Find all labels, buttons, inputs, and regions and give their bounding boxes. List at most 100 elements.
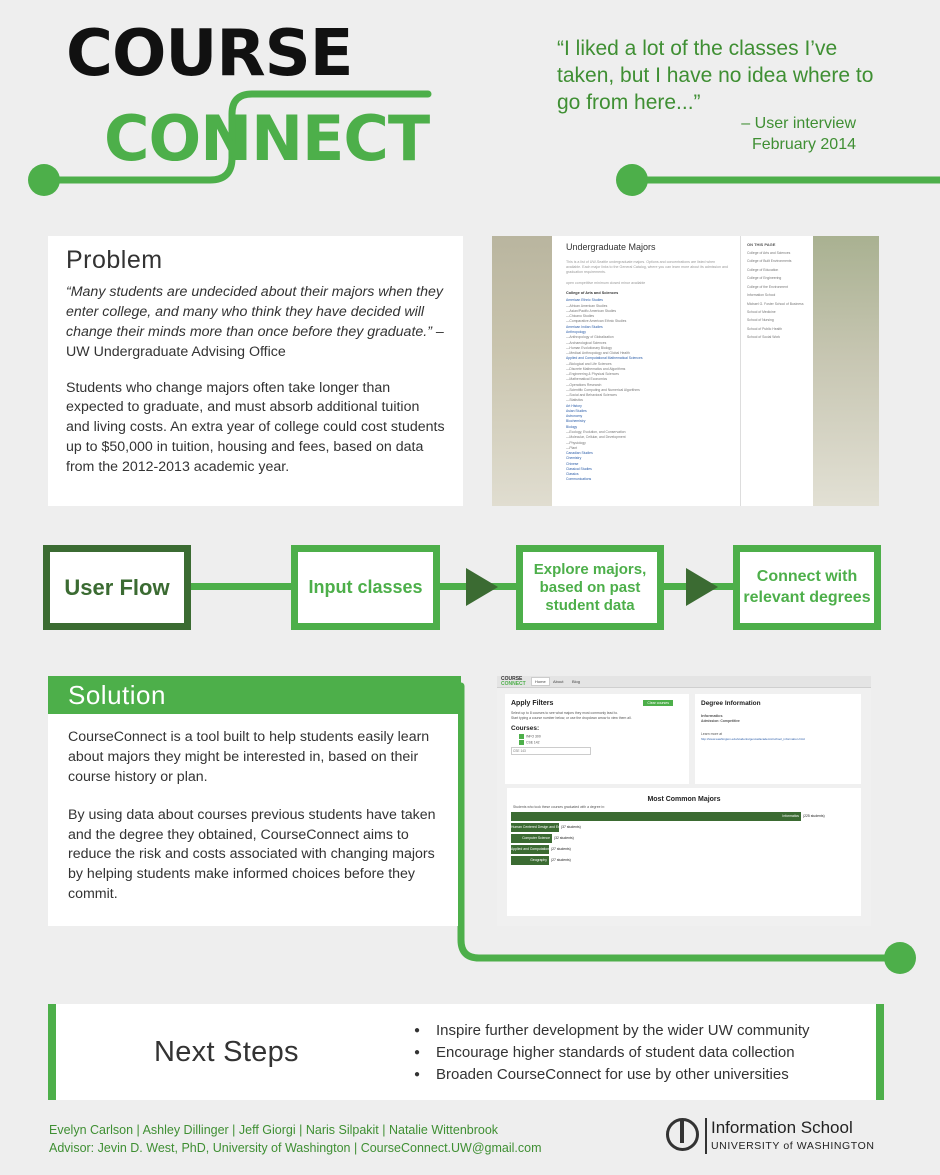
major-list-item: —Engineering & Physical Sciences bbox=[566, 372, 619, 377]
filters-help: Start typing a course number below, or u… bbox=[511, 716, 632, 721]
app-tab-home[interactable]: Home bbox=[531, 677, 550, 686]
major-list-item[interactable]: Astronomy bbox=[566, 414, 583, 419]
majors-main-column: Undergraduate Majors This is a list of U… bbox=[558, 236, 736, 506]
major-list-item[interactable]: American Ethnic Studies bbox=[566, 298, 603, 303]
chart-bar[interactable]: Human Centered Design and Engineering bbox=[511, 823, 574, 832]
degree-info-title: Degree Information bbox=[701, 700, 761, 707]
side-nav-item[interactable]: College of Education bbox=[747, 267, 779, 272]
major-list-item: —Statistics bbox=[566, 398, 583, 403]
major-list-item[interactable]: Classics bbox=[566, 472, 579, 477]
app-navbar: COURSE CONNECT Home About Blog bbox=[497, 676, 871, 688]
major-list-item: —Social and Behavioral Sciences bbox=[566, 393, 617, 398]
tree-photo-left bbox=[492, 236, 552, 506]
user-quote: “I liked a lot of the classes I’ve taken… bbox=[557, 37, 874, 114]
next-steps-list: Inspire further development by the wider… bbox=[414, 1020, 809, 1086]
next-step-item: Inspire further development by the wider… bbox=[414, 1020, 809, 1042]
solution-card: CourseConnect is a tool built to help st… bbox=[48, 714, 458, 926]
chart-bar[interactable]: Geography bbox=[511, 856, 549, 865]
side-nav-item[interactable]: Michael G. Foster School of Business bbox=[747, 301, 804, 306]
filters-title: Apply Filters bbox=[511, 700, 554, 707]
ischool-logo-icon bbox=[666, 1118, 699, 1151]
ischool-i-icon bbox=[680, 1121, 684, 1143]
quote-attribution-line: – User interview bbox=[741, 115, 856, 132]
chart-bar[interactable]: Informatics bbox=[511, 812, 801, 821]
solution-title: Solution bbox=[48, 676, 461, 714]
chart-bar[interactable]: Computer Science bbox=[511, 834, 552, 843]
tree-photo-right bbox=[813, 236, 879, 506]
major-list-item: —African American Studies bbox=[566, 303, 608, 308]
major-list-item[interactable]: American Indian Studies bbox=[566, 324, 603, 329]
major-list-item: —Anthropology of Globalization bbox=[566, 335, 614, 340]
app-brand-line: COURSE bbox=[501, 676, 523, 682]
university-name: UNIVERSITY of WASHINGTON bbox=[711, 1140, 875, 1152]
degree-learn-more: Learn more at bbox=[701, 732, 723, 737]
majors-title: Undergraduate Majors bbox=[566, 242, 656, 252]
majors-page-screenshot: Undergraduate Majors This is a list of U… bbox=[492, 236, 879, 506]
side-nav-item[interactable]: School of Nursing bbox=[747, 318, 774, 323]
flow-step-explore: Explore majors, based on past student da… bbox=[516, 545, 664, 630]
course-chip[interactable]: CSE 142 bbox=[519, 739, 683, 746]
major-list-item: —Operations Research bbox=[566, 382, 602, 387]
course-input[interactable]: CSE 143 bbox=[511, 747, 591, 756]
major-list-item: —Scientific Computing and Numerical Algo… bbox=[566, 387, 640, 392]
next-step-item: Encourage higher standards of student da… bbox=[414, 1042, 809, 1064]
advisor: Advisor: Jevin D. West, PhD, University … bbox=[49, 1141, 542, 1156]
side-nav-item[interactable]: Information School bbox=[747, 293, 776, 298]
filters-help: Select up to 8 courses to see what major… bbox=[511, 711, 619, 715]
authors: Evelyn Carlson | Ashley Dillinger | Jeff… bbox=[49, 1123, 499, 1137]
side-nav-item[interactable]: School of Social Work bbox=[747, 335, 781, 340]
major-list-item[interactable]: Art History bbox=[566, 403, 582, 408]
side-nav-item[interactable]: College of Arts and Sciences bbox=[747, 251, 791, 255]
side-nav-item[interactable]: School of Public Health bbox=[747, 326, 783, 331]
chart-bar-label: (225 students) bbox=[803, 814, 825, 818]
major-list-item[interactable]: Asian Studies bbox=[566, 408, 587, 413]
major-list-item[interactable]: Chemistry bbox=[566, 456, 582, 461]
major-list-item[interactable]: Communications bbox=[566, 477, 592, 482]
flow-step-connect: Connect with relevant degrees bbox=[733, 545, 881, 630]
degree-link[interactable]: http://www.washington.edu/students/genca… bbox=[701, 737, 805, 742]
majors-side-nav: ON THIS PAGE College of Arts and Science… bbox=[740, 236, 810, 506]
logo-connect: CONNECT bbox=[104, 102, 430, 175]
courses-label: Courses: bbox=[511, 725, 540, 733]
degree-name: Informatics bbox=[701, 713, 723, 718]
major-list-item[interactable]: Classical Studies bbox=[566, 466, 592, 471]
majors-list: American Ethnic Studies—African American… bbox=[566, 298, 728, 482]
clear-courses-button[interactable]: Clear courses bbox=[643, 700, 673, 706]
logo-course: COURSE bbox=[66, 17, 353, 91]
major-list-item[interactable]: Chinese bbox=[566, 461, 579, 466]
chart-bar-label: (32 students) bbox=[554, 836, 574, 840]
major-list-item: —Ecology, Evolution, and Conservation bbox=[566, 430, 626, 435]
filters-panel: Apply Filters Clear courses Select up to… bbox=[505, 694, 689, 784]
chart-bar[interactable]: Applied and Computational Mathematical S… bbox=[511, 845, 588, 854]
side-nav-item[interactable]: School of Medicine bbox=[747, 309, 776, 314]
side-nav-item[interactable]: College of Engineering bbox=[747, 276, 782, 281]
course-chip[interactable]: INFO 300 bbox=[519, 734, 683, 740]
course-remove-icon[interactable] bbox=[519, 734, 524, 740]
major-list-item: —Human Evolutionary Biology bbox=[566, 345, 612, 350]
app-tab-about[interactable]: About bbox=[553, 679, 564, 684]
side-nav-item[interactable]: College of the Environment bbox=[747, 284, 788, 289]
major-list-item: —Physiology bbox=[566, 440, 586, 445]
flow-arrow-icon bbox=[686, 568, 718, 606]
app-tab-blog[interactable]: Blog bbox=[572, 679, 581, 684]
major-list-item[interactable]: Canadian Studies bbox=[566, 451, 593, 456]
circuit-dot bbox=[884, 942, 916, 974]
major-list-item: —Medical Anthropology and Global Health bbox=[566, 351, 630, 356]
flow-step-input: Input classes bbox=[291, 545, 440, 630]
chart-bar-label: (27 students) bbox=[551, 847, 571, 851]
major-list-item: —Mathematical Economics bbox=[566, 377, 608, 382]
quote-attribution-date: February 2014 bbox=[751, 135, 856, 153]
side-nav-item[interactable]: College of Built Environments bbox=[747, 259, 792, 264]
course-remove-icon[interactable] bbox=[519, 739, 524, 745]
major-list-item: —Plant bbox=[566, 445, 578, 450]
circuit-dot bbox=[28, 164, 60, 196]
app-screenshot: COURSE CONNECT Home About Blog Apply Fil… bbox=[497, 676, 871, 926]
major-list-item[interactable]: Applied and Computational Mathematical S… bbox=[566, 356, 643, 361]
major-list-item[interactable]: Biochemistry bbox=[566, 419, 586, 424]
chart-bar-label: (37 students) bbox=[561, 825, 581, 829]
major-list-item[interactable]: Biology bbox=[566, 424, 578, 429]
problem-title: Problem bbox=[66, 246, 163, 274]
major-list-item[interactable]: Anthropology bbox=[566, 329, 586, 334]
solution-paragraph: CourseConnect is a tool built to help st… bbox=[68, 729, 430, 785]
